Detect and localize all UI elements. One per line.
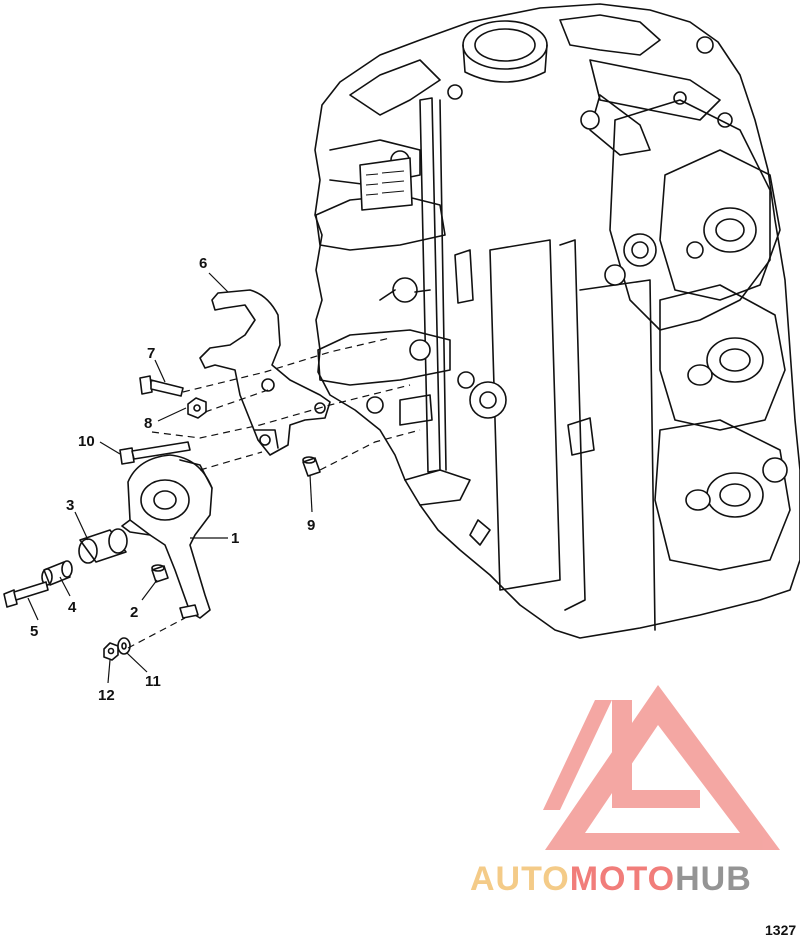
nut-part-12 xyxy=(103,642,119,661)
watermark-text: AUTOMOTOHUB xyxy=(470,860,752,898)
sensor-arm-part-1 xyxy=(121,454,213,619)
automotohub-watermark: AUTOMOTOHUB xyxy=(470,685,780,898)
automotohub-logo-icon xyxy=(543,685,780,850)
engine-block xyxy=(314,3,800,639)
callout-5: 5 xyxy=(30,623,38,640)
callout-12: 12 xyxy=(98,687,115,704)
callout-10: 10 xyxy=(78,433,95,450)
sleeve-part-4 xyxy=(41,560,73,586)
screw-part-7 xyxy=(139,375,184,397)
callout-8: 8 xyxy=(144,415,152,432)
bushing-part-3 xyxy=(78,528,128,564)
callout-3: 3 xyxy=(66,497,74,514)
callout-7: 7 xyxy=(147,345,155,362)
assembly-lines xyxy=(127,337,421,649)
spacer-part-2 xyxy=(151,564,169,583)
callout-11: 11 xyxy=(145,673,161,690)
callout-leaders xyxy=(27,272,313,684)
callout-2: 2 xyxy=(130,604,138,621)
figure-number: 1327 xyxy=(765,922,796,938)
callout-4: 4 xyxy=(68,599,77,616)
nut-part-8 xyxy=(187,397,207,419)
callout-9: 9 xyxy=(307,517,315,534)
bolt-part-10 xyxy=(119,441,191,465)
spacer-part-9 xyxy=(302,456,321,477)
callout-1: 1 xyxy=(231,530,239,547)
bolt-part-5 xyxy=(3,581,49,608)
washer-part-11 xyxy=(117,637,131,655)
callout-6: 6 xyxy=(199,255,207,272)
cylinder-head xyxy=(604,149,791,571)
